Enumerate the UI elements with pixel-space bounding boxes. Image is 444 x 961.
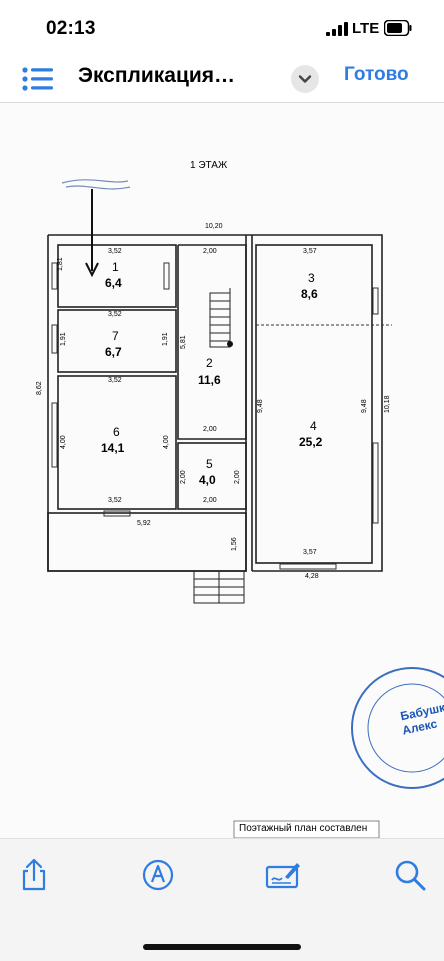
- dimension-label: 4,00: [60, 435, 67, 449]
- stamp: [351, 667, 444, 789]
- dimension-label: 3,52: [108, 497, 122, 504]
- dimension-label: 4,00: [163, 435, 170, 449]
- room-area: 6,4: [105, 276, 122, 290]
- done-button[interactable]: Готово: [344, 64, 409, 85]
- status-bar: 02:13 LTE: [0, 0, 444, 58]
- dimension-label: 2,00: [203, 426, 217, 433]
- dimension-label: 3,52: [108, 248, 122, 255]
- dimension-label: 3,52: [108, 377, 122, 384]
- bottom-toolbar: [0, 838, 444, 961]
- dimension-label: 3,52: [108, 311, 122, 318]
- room-area: 25,2: [299, 435, 323, 449]
- room-number: 6: [113, 425, 120, 439]
- dimension-label: 1,91: [162, 332, 169, 346]
- search-icon[interactable]: [392, 857, 428, 893]
- dimension-label: 1,91: [60, 332, 67, 346]
- dimension-label: 3,57: [303, 549, 317, 556]
- dimension-label: 1,56: [231, 537, 238, 551]
- list-icon[interactable]: [22, 66, 54, 92]
- dimension-label: 2,00: [203, 248, 217, 255]
- dimension-label: 1,81: [57, 257, 64, 271]
- dimension-label: 8,62: [36, 381, 43, 395]
- share-icon[interactable]: [16, 857, 52, 893]
- room-number: 1: [112, 260, 119, 274]
- room-number: 7: [112, 329, 119, 343]
- navigation-bar: Экспликация… Готово: [0, 58, 444, 103]
- floor-label: 1 ЭТАЖ: [190, 160, 228, 171]
- chevron-down-icon: [298, 75, 312, 83]
- dimension-label: 2,00: [234, 470, 241, 484]
- room-area: 6,7: [105, 345, 122, 359]
- markup-icon[interactable]: [140, 857, 176, 893]
- home-indicator[interactable]: [143, 944, 301, 950]
- cellular-signal-icon: [326, 22, 348, 36]
- dimension-label: 2,00: [203, 497, 217, 504]
- document-title[interactable]: Экспликация…: [78, 64, 236, 87]
- floor-plan: [47, 179, 444, 838]
- document-view[interactable]: 1 ЭТАЖ 10,20 1 6,4 7 6,7 6 14,1 2 11,6 5…: [0, 103, 444, 838]
- dimension-label: 4,28: [305, 573, 319, 580]
- room-number: 3: [308, 271, 315, 285]
- status-time: 02:13: [46, 18, 96, 39]
- room-area: 8,6: [301, 287, 318, 301]
- dimension-label: 10,18: [384, 395, 391, 413]
- dimension-label: 9,48: [257, 399, 264, 413]
- battery-icon: [384, 20, 412, 36]
- room-number: 5: [206, 457, 213, 471]
- dimension-label: 5,92: [137, 520, 151, 527]
- dimension-label: 9,48: [361, 399, 368, 413]
- title-menu-button[interactable]: [291, 65, 319, 93]
- room-number: 2: [206, 356, 213, 370]
- room-number: 4: [310, 419, 317, 433]
- network-type: LTE: [352, 20, 380, 37]
- room-area: 4,0: [199, 473, 216, 487]
- room-area: 14,1: [101, 441, 125, 455]
- dimension-label: 2,00: [180, 470, 187, 484]
- room-area: 11,6: [198, 373, 221, 387]
- dimension-label: 3,57: [303, 248, 317, 255]
- overall-width: 10,20: [205, 223, 223, 230]
- signature-icon[interactable]: [265, 857, 301, 893]
- footer-caption: Поэтажный план составлен: [239, 823, 368, 834]
- dimension-label: 5,81: [180, 335, 187, 349]
